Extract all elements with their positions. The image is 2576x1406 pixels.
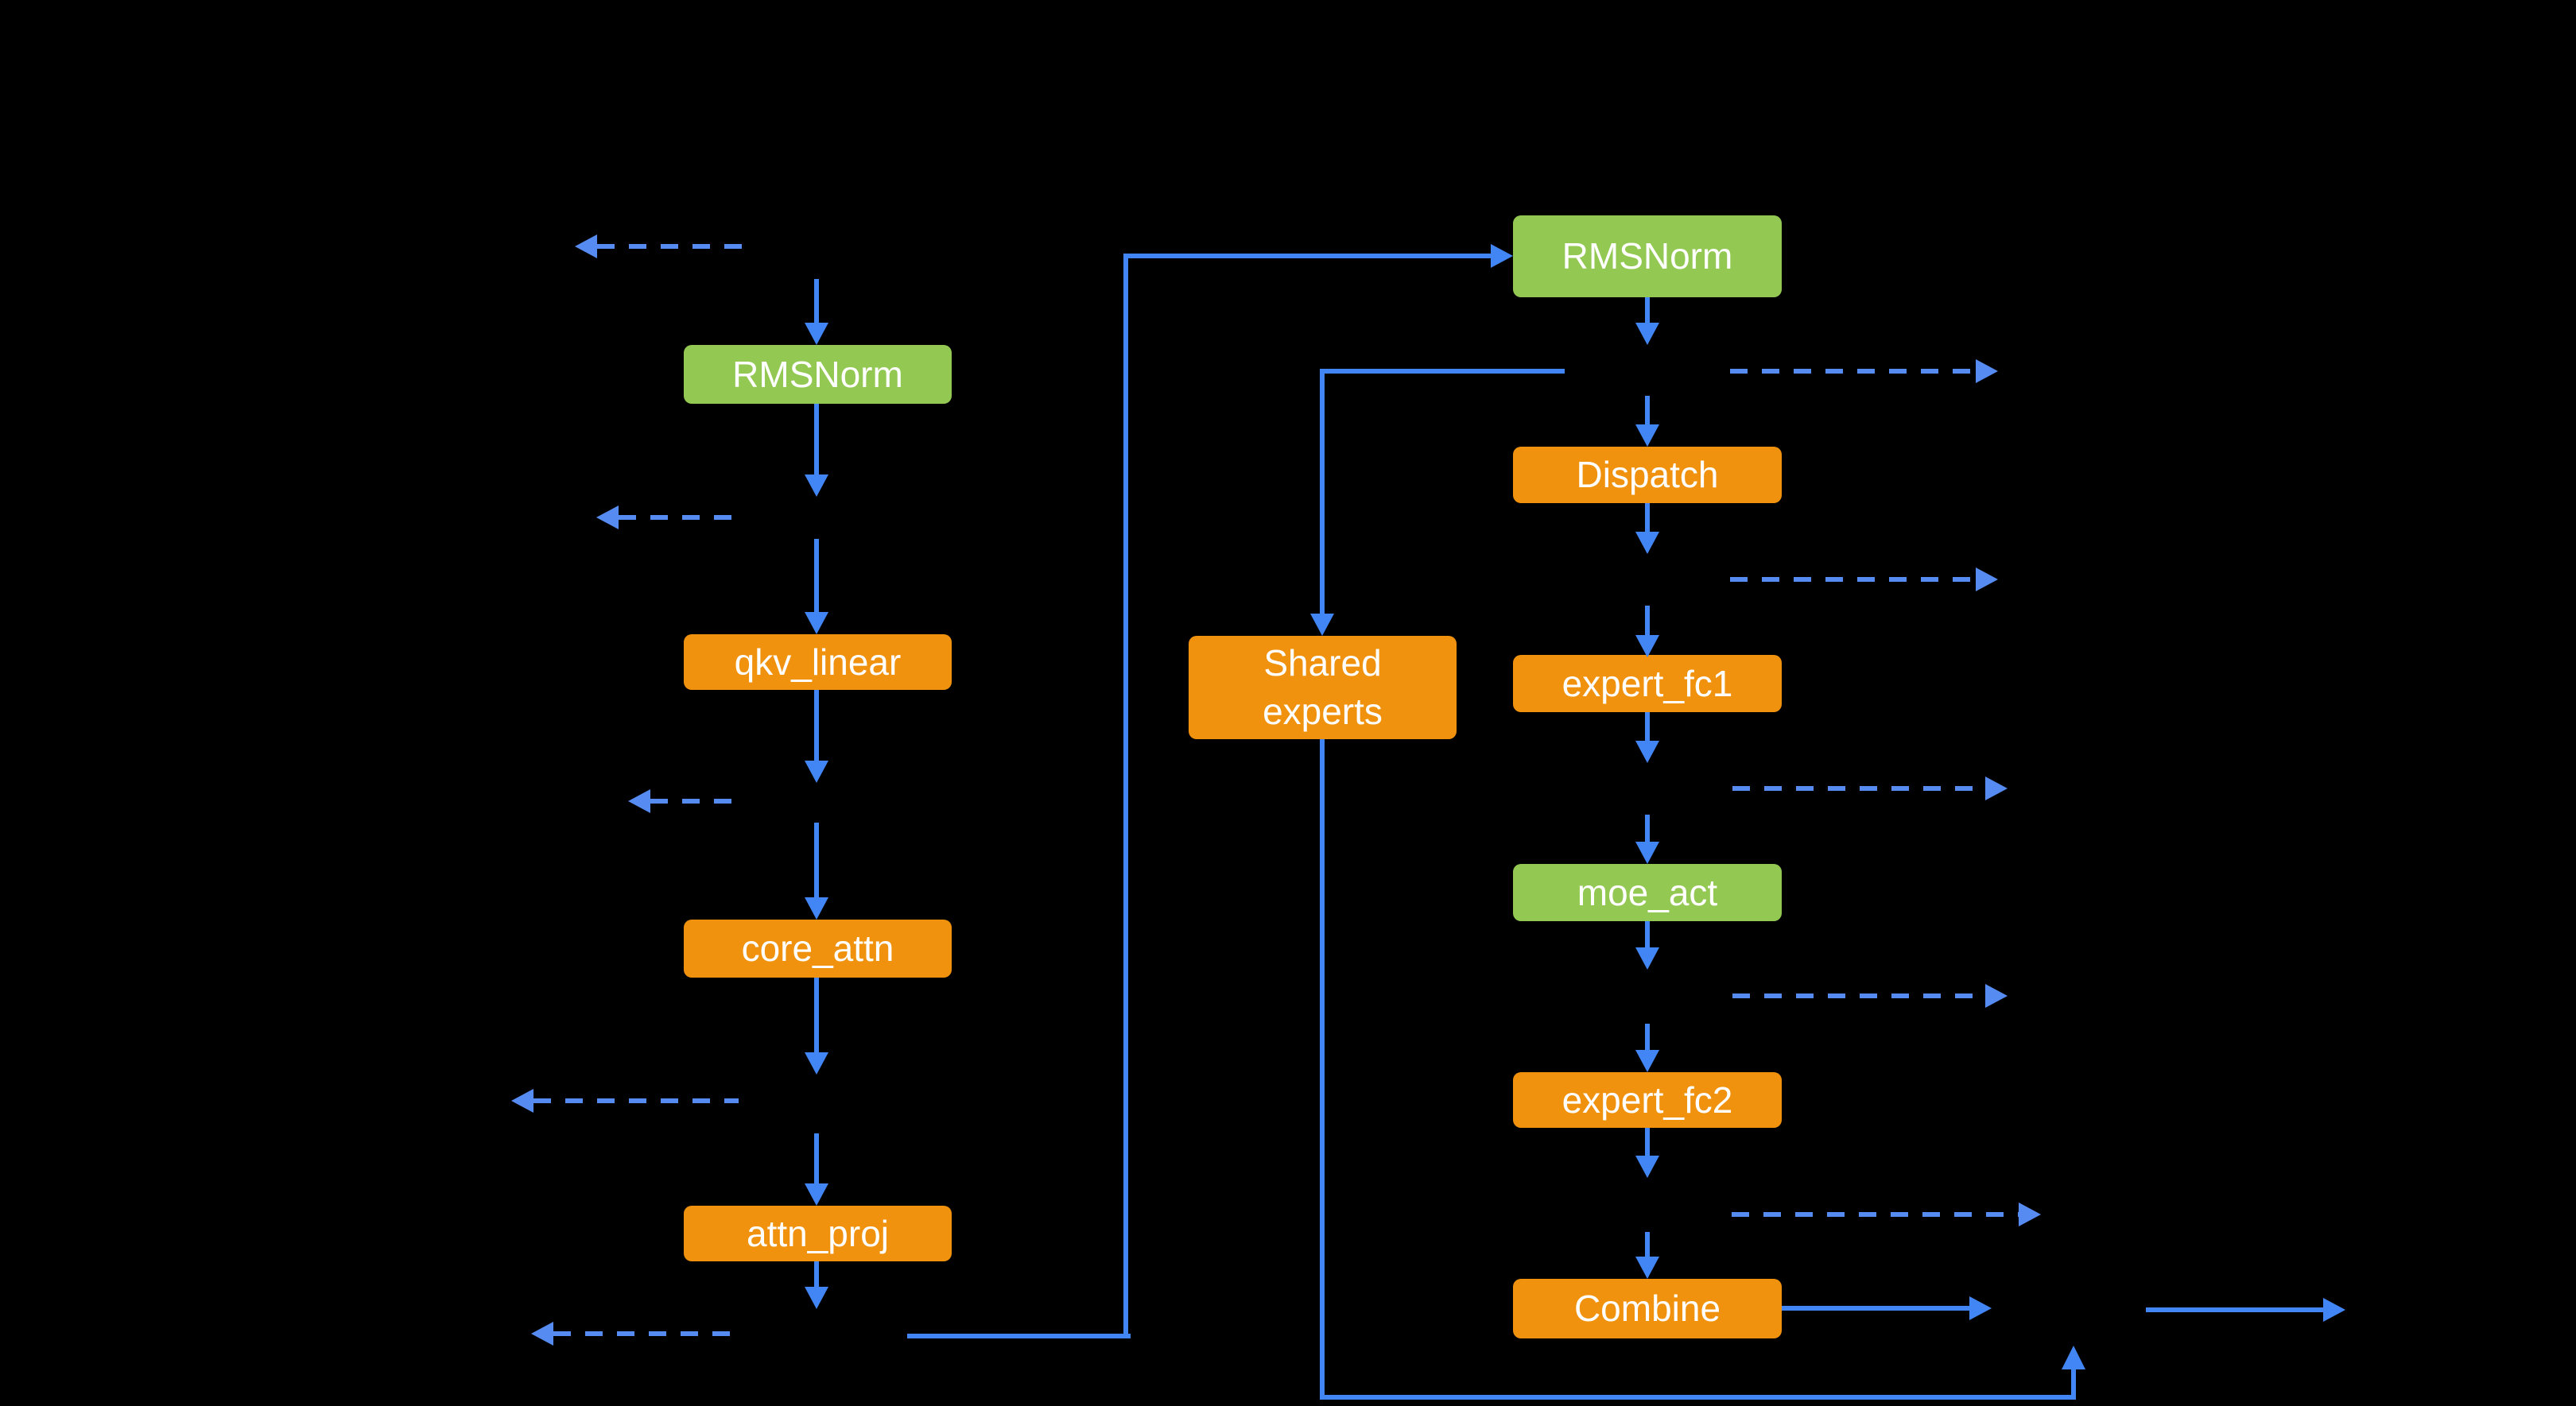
flow-line-into-combine xyxy=(1645,1232,1650,1257)
arrowhead-dispatch-out xyxy=(1635,532,1659,554)
flow-line-moe-rmsnorm-out xyxy=(1645,297,1650,323)
arrowhead-into-shared-experts xyxy=(1310,614,1334,636)
shared-experts-bottom-rail xyxy=(1320,1395,2076,1400)
node-attn-proj: attn_proj xyxy=(684,1206,952,1261)
dashed-arrow-right-2-line xyxy=(1730,577,1976,582)
node-label: Shared experts xyxy=(1263,642,1383,732)
flow-line-into-qkv-linear xyxy=(814,539,819,612)
flow-line-into-core-attn xyxy=(814,823,819,897)
dashed-arrow-right-1-line xyxy=(1730,369,1976,374)
dashed-arrow-right-3-line xyxy=(1732,786,1985,791)
arrowhead-layer-output xyxy=(2323,1298,2345,1322)
dashed-arrow-left-1-line xyxy=(597,244,751,249)
flow-line-into-moe-act xyxy=(1645,815,1650,842)
arrowhead-shared-experts-into-add xyxy=(2062,1346,2085,1369)
flow-line-expert-fc2-out xyxy=(1645,1128,1650,1156)
node-moe-act: moe_act xyxy=(1513,864,1782,921)
flow-line-core-attn-out xyxy=(814,978,819,1052)
combine-output-line xyxy=(1782,1306,1969,1311)
node-label: qkv_linear xyxy=(734,641,902,683)
node-label: Dispatch xyxy=(1576,454,1719,496)
arrowhead-into-qkv-linear xyxy=(805,612,828,634)
arrowhead-expert-fc1-out xyxy=(1635,741,1659,763)
arrowhead-attn-proj-out xyxy=(805,1287,828,1309)
dashed-arrow-left-1-head xyxy=(575,234,597,258)
flow-line-attn-rmsnorm-out xyxy=(814,404,819,474)
attn-output-horizontal-connector xyxy=(907,1334,1131,1338)
dashed-arrow-left-3-line xyxy=(650,799,735,804)
node-dispatch: Dispatch xyxy=(1513,447,1782,503)
dashed-arrow-left-5-line xyxy=(553,1331,735,1336)
arrowhead-into-expert-fc2 xyxy=(1635,1050,1659,1072)
node-label: expert_fc2 xyxy=(1562,1079,1733,1121)
arrowhead-into-dispatch xyxy=(1635,424,1659,447)
node-label: RMSNorm xyxy=(732,353,903,395)
flow-line-into-expert-fc2 xyxy=(1645,1024,1650,1050)
dashed-arrow-right-1-head xyxy=(1976,359,1998,383)
node-label: core_attn xyxy=(741,928,894,970)
shared-experts-branch-horizontal xyxy=(1320,369,1565,374)
arrowhead-into-attn-rmsnorm xyxy=(805,323,828,345)
arrowhead-core-attn-out xyxy=(805,1052,828,1075)
arrowhead-into-expert-fc1 xyxy=(1635,635,1659,657)
flow-line-moe-act-out xyxy=(1645,921,1650,947)
dashed-arrow-left-3-head xyxy=(628,789,650,813)
flow-line-qkv-linear-out xyxy=(814,690,819,761)
dashed-arrow-left-4-head xyxy=(511,1089,533,1113)
dashed-arrow-right-3-head xyxy=(1985,777,2008,800)
shared-experts-output-drop xyxy=(1320,739,1325,1400)
arrowhead-combine-output xyxy=(1969,1296,1992,1320)
node-qkv-linear: qkv_linear xyxy=(684,634,952,690)
layer-output-line xyxy=(2146,1307,2323,1312)
dashed-arrow-left-5-head xyxy=(531,1322,553,1346)
node-attn-rmsnorm: RMSNorm xyxy=(684,345,952,404)
flow-line-attn-proj-out xyxy=(814,1261,819,1287)
node-label: Combine xyxy=(1573,1288,1721,1330)
flow-line-into-attn-proj xyxy=(814,1133,819,1183)
flow-line-into-dispatch xyxy=(1645,396,1650,424)
node-core-attn: core_attn xyxy=(684,920,952,978)
flow-line-into-expert-fc1 xyxy=(1645,606,1650,635)
dashed-arrow-right-5-line xyxy=(1732,1212,2019,1217)
attn-output-riser-connector xyxy=(1123,254,1128,1338)
node-combine: Combine xyxy=(1513,1279,1782,1338)
node-moe-rmsnorm: RMSNorm xyxy=(1513,215,1782,297)
node-shared-experts: Shared experts xyxy=(1189,636,1457,739)
arrowhead-qkv-linear-out xyxy=(805,761,828,783)
node-label: attn_proj xyxy=(746,1212,889,1254)
arrowhead-moe-rmsnorm-out xyxy=(1635,323,1659,345)
dashed-arrow-right-2-head xyxy=(1976,567,1998,591)
arrowhead-attn-rmsnorm-out xyxy=(805,474,828,497)
arrowhead-expert-fc2-out xyxy=(1635,1156,1659,1178)
dashed-arrow-right-4-line xyxy=(1732,993,1985,998)
node-label: RMSNorm xyxy=(1562,235,1733,277)
dashed-arrow-left-4-line xyxy=(533,1098,739,1103)
shared-experts-up-shaft xyxy=(2071,1369,2076,1400)
arrowhead-into-combine xyxy=(1635,1257,1659,1279)
dashed-arrow-right-4-head xyxy=(1985,984,2008,1008)
node-expert-fc2: expert_fc2 xyxy=(1513,1072,1782,1128)
shared-experts-branch-drop xyxy=(1320,369,1325,614)
arrowhead-into-attn-proj xyxy=(805,1183,828,1206)
flow-line-into-attn-rmsnorm xyxy=(814,279,819,323)
arrowhead-into-moe-act xyxy=(1635,842,1659,864)
node-label: moe_act xyxy=(1577,871,1718,913)
node-expert-fc1: expert_fc1 xyxy=(1513,655,1782,712)
node-label: expert_fc1 xyxy=(1562,662,1733,704)
arrowhead-into-core-attn xyxy=(805,897,828,920)
dashed-arrow-left-2-head xyxy=(596,505,619,529)
connector-into-moe-rmsnorm xyxy=(1126,254,1491,258)
dashed-arrow-left-2-line xyxy=(619,515,738,520)
arrowhead-into-moe-rmsnorm xyxy=(1491,244,1513,268)
flow-line-expert-fc1-out xyxy=(1645,712,1650,741)
dashed-arrow-right-5-head xyxy=(2019,1203,2041,1226)
arrowhead-moe-act-out xyxy=(1635,947,1659,970)
flow-line-dispatch-out xyxy=(1645,503,1650,532)
